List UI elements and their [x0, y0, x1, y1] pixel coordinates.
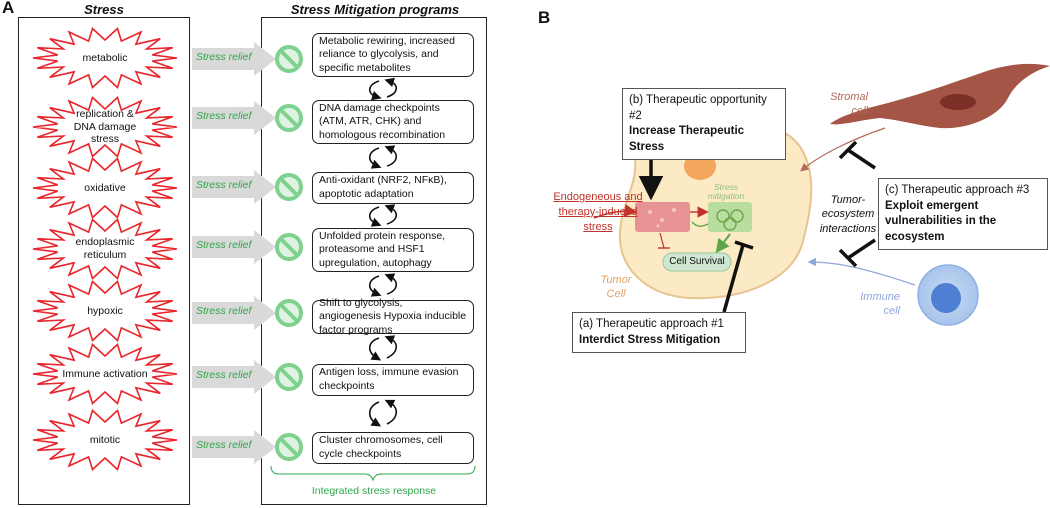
- tumor-ecosystem-label: Tumor-ecosystem interactions: [819, 194, 877, 235]
- callout-b-prefix: (b) Therapeutic opportunity #2: [629, 94, 767, 122]
- stress-relief-label: Stress relief: [196, 369, 252, 381]
- no-symbol-icon: [274, 362, 304, 392]
- therapeutic-approach-1-callout: (a) Therapeutic approach #1 Interdict St…: [572, 312, 746, 354]
- stress-label-mitotic: mitotic: [89, 433, 121, 446]
- callout-b-title: Increase Therapeutic Stress: [629, 125, 745, 153]
- burst-shape: [32, 157, 178, 219]
- panel-b-illustration: [593, 63, 1050, 326]
- stress-relief-label: Stress relief: [196, 51, 252, 63]
- burst-shape: [32, 280, 178, 342]
- program-box-hypoxic: Shift to glycolysis, angiogenesis Hypoxi…: [312, 297, 474, 336]
- mitigation-compartment: [708, 202, 752, 232]
- burst-shape: [32, 218, 178, 280]
- program-box-er: Unfolded protein response, proteasome an…: [312, 228, 474, 272]
- stress-relief-label: Stress relief: [196, 179, 252, 191]
- stress-star-metabolic: metabolic: [30, 27, 180, 89]
- programs-column-frame: [261, 17, 487, 505]
- no-symbol-glyph: [275, 433, 303, 461]
- cycle-arrows-icon: [368, 77, 398, 427]
- relief-arrow-shape: [192, 42, 276, 76]
- stress-relief-label: Stress relief: [196, 110, 252, 122]
- tumor-cell-label: Tumor Cell: [600, 274, 632, 301]
- stress-mitigation-label: Stress mitigation: [707, 182, 745, 202]
- stress-star-hypoxic: hypoxic: [30, 280, 180, 342]
- no-symbol-icon: [274, 172, 304, 202]
- stress-label-oxidative: oxidative: [84, 181, 126, 194]
- stress-label-hypoxic: hypoxic: [87, 304, 123, 317]
- stress-label-er: endoplasmic reticulum: [75, 236, 135, 261]
- stress-label-metabolic: metabolic: [82, 51, 128, 64]
- burst-shape: [32, 409, 178, 471]
- relief-arrow-shape: [192, 101, 276, 135]
- immune-nucleus: [931, 283, 961, 313]
- relief-arrow-shape: [192, 170, 276, 204]
- program-connectors: [270, 77, 476, 482]
- stromal-cell-label: Stromal cell: [830, 91, 868, 118]
- program-box-dna-damage: DNA damage checkpoints (ATM, ATR, CHK) a…: [312, 100, 474, 144]
- stress-relief-label: Stress relief: [196, 239, 252, 251]
- program-box-metabolic: Metabolic rewiring, increased reliance t…: [312, 33, 474, 77]
- panel-b-letter: B: [538, 8, 551, 27]
- no-symbol-glyph: [275, 363, 303, 391]
- stress-compartment: [635, 202, 690, 232]
- stromal-nucleus: [940, 94, 976, 110]
- stress-column-frame: [18, 17, 190, 505]
- no-symbol-glyph: [275, 173, 303, 201]
- no-symbol-icon: [274, 232, 304, 262]
- cell-survival-label: Cell Survival: [669, 256, 725, 267]
- programs-column-header: Stress Mitigation programs: [290, 2, 460, 17]
- stress-label-replication: replication & DNA damage stress: [73, 108, 137, 146]
- stromal-cell-shape: [830, 63, 1050, 129]
- burst-shape: [32, 27, 178, 89]
- stress-relief-arrow: Stress relief: [192, 296, 278, 330]
- no-symbol-icon: [274, 103, 304, 133]
- program-box-oxidative: Anti-oxidant (NRF2, NFκB), apoptotic ada…: [312, 172, 474, 204]
- relief-arrow-shape: [192, 296, 276, 330]
- stress-column-header: Stress: [84, 2, 124, 17]
- relief-arrow-shape: [192, 360, 276, 394]
- burst-shape: [32, 343, 178, 405]
- integrated-bracket: [270, 465, 476, 482]
- program-box-mitotic: Cluster chromosomes, cell cycle checkpoi…: [312, 432, 474, 464]
- burst-shape: [32, 96, 178, 158]
- stress-star-immune: Immune activation: [30, 343, 180, 405]
- stress-star-er: endoplasmic reticulum: [30, 218, 180, 280]
- callout-a-prefix: (a) Therapeutic approach #1: [579, 318, 724, 330]
- callout-c-prefix: (c) Therapeutic approach #3: [885, 184, 1030, 196]
- endogenous-stress-label: Endogeneous and therapy-induced stress: [553, 191, 643, 233]
- program-box-immune: Antigen loss, immune evasion checkpoints: [312, 364, 474, 396]
- stress-star-oxidative: oxidative: [30, 157, 180, 219]
- relief-arrow-shape: [192, 230, 276, 264]
- no-symbol-glyph: [275, 233, 303, 261]
- no-symbol-glyph: [275, 45, 303, 73]
- stress-relief-label: Stress relief: [196, 305, 252, 317]
- stress-label-immune: Immune activation: [62, 367, 148, 380]
- panel-a-letter: A: [2, 0, 15, 17]
- therapeutic-opportunity-2-callout: (b) Therapeutic opportunity #2 Increase …: [622, 88, 786, 161]
- stress-relief-arrow: Stress relief: [192, 170, 278, 204]
- no-symbol-glyph: [275, 104, 303, 132]
- no-symbol-icon: [274, 432, 304, 462]
- no-symbol-glyph: [275, 299, 303, 327]
- stress-relief-arrow: Stress relief: [192, 42, 278, 76]
- immune-cell-label: Immune cell: [860, 291, 900, 318]
- callout-c-title: Exploit emergent vulnerabilities in the …: [885, 199, 997, 243]
- callout-a-title: Interdict Stress Mitigation: [579, 333, 721, 346]
- therapeutic-approach-3-callout: (c) Therapeutic approach #3 Exploit emer…: [878, 178, 1048, 251]
- stress-relief-arrow: Stress relief: [192, 230, 278, 264]
- relief-arrow-shape: [192, 430, 276, 464]
- stress-relief-label: Stress relief: [196, 439, 252, 451]
- stress-relief-arrow: Stress relief: [192, 101, 278, 135]
- stress-relief-arrow: Stress relief: [192, 360, 278, 394]
- stress-relief-arrow: Stress relief: [192, 430, 278, 464]
- integrated-stress-label: Integrated stress response: [311, 485, 437, 497]
- no-symbol-icon: [274, 44, 304, 74]
- stress-star-mitotic: mitotic: [30, 409, 180, 471]
- no-symbol-icon: [274, 298, 304, 328]
- stress-star-replication: replication & DNA damage stress: [30, 96, 180, 158]
- cell-survival-pill: [662, 252, 732, 272]
